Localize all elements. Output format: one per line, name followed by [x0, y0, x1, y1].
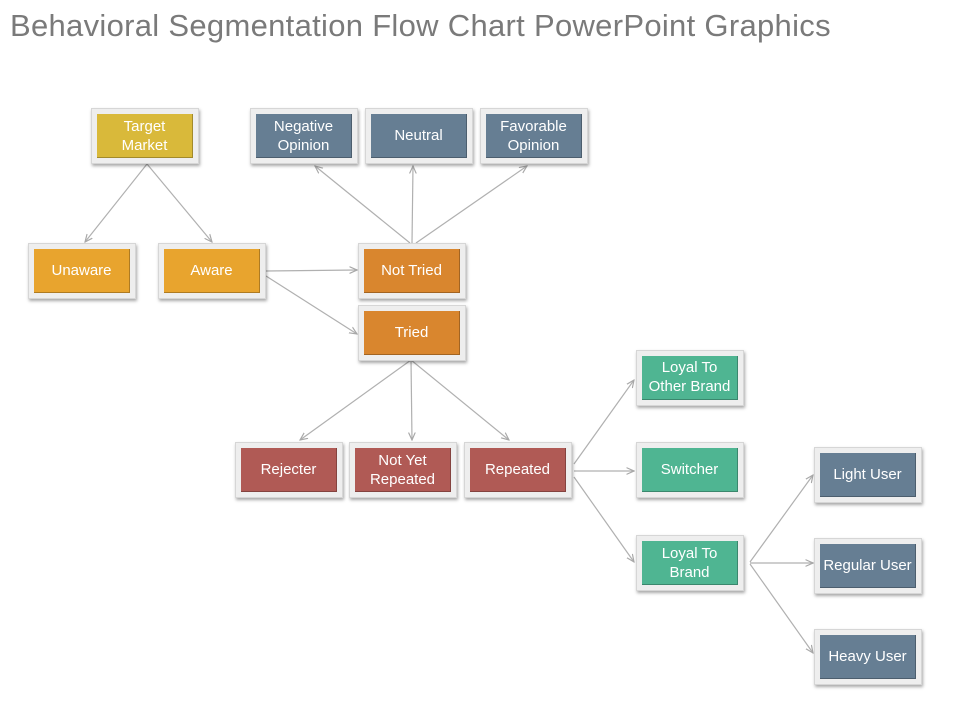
node-tried: Tried: [358, 305, 466, 361]
node-unaware-label: Unaware: [34, 249, 130, 293]
node-tried-label: Tried: [364, 311, 460, 355]
arrow-aware-to-not-tried: [265, 270, 357, 271]
node-favorable-opinion-label: Favorable Opinion: [486, 114, 582, 158]
node-neutral: Neutral: [365, 108, 473, 164]
node-regular-user-label: Regular User: [820, 544, 916, 588]
node-heavy-user-label: Heavy User: [820, 635, 916, 679]
arrow-target-to-aware: [146, 163, 212, 242]
node-unaware: Unaware: [28, 243, 136, 299]
node-loyal-to-other-brand: Loyal To Other Brand: [636, 350, 744, 406]
node-not-yet-repeated-label: Not Yet Repeated: [355, 448, 451, 492]
node-loyal-to-other-brand-label: Loyal To Other Brand: [642, 356, 738, 400]
node-not-tried: Not Tried: [358, 243, 466, 299]
arrow-aware-to-tried: [265, 275, 357, 334]
node-rejecter-label: Rejecter: [241, 448, 337, 492]
node-aware-label: Aware: [164, 249, 260, 293]
arrow-tried-to-not-yet-repeated: [411, 359, 412, 440]
arrow-tried-to-repeated: [410, 359, 509, 440]
arrow-tried-to-rejecter: [300, 359, 412, 440]
node-rejecter: Rejecter: [235, 442, 343, 498]
node-switcher-label: Switcher: [642, 448, 738, 492]
node-neutral-label: Neutral: [371, 114, 467, 158]
node-repeated-label: Repeated: [470, 448, 566, 492]
node-heavy-user: Heavy User: [814, 629, 922, 685]
node-target-market-label: Target Market: [97, 114, 193, 158]
node-light-user: Light User: [814, 447, 922, 503]
node-switcher: Switcher: [636, 442, 744, 498]
arrow-repeated-to-loyal-other: [573, 380, 634, 465]
node-loyal-to-brand: Loyal To Brand: [636, 535, 744, 591]
arrow-not-tried-to-neutral: [412, 166, 413, 244]
node-negative-opinion: Negative Opinion: [250, 108, 358, 164]
page-title: Behavioral Segmentation Flow Chart Power…: [10, 8, 831, 43]
arrow-not-tried-to-negative: [315, 166, 411, 244]
node-not-tried-label: Not Tried: [364, 249, 460, 293]
arrow-target-to-unaware: [85, 163, 148, 242]
node-aware: Aware: [158, 243, 266, 299]
arrow-loyal-brand-to-light: [749, 475, 813, 563]
node-target-market: Target Market: [91, 108, 199, 164]
arrow-repeated-to-loyal-brand: [573, 476, 634, 562]
node-light-user-label: Light User: [820, 453, 916, 497]
node-repeated: Repeated: [464, 442, 572, 498]
node-regular-user: Regular User: [814, 538, 922, 594]
node-favorable-opinion: Favorable Opinion: [480, 108, 588, 164]
node-negative-opinion-label: Negative Opinion: [256, 114, 352, 158]
arrow-not-tried-to-favorable: [415, 166, 527, 244]
node-loyal-to-brand-label: Loyal To Brand: [642, 541, 738, 585]
node-not-yet-repeated: Not Yet Repeated: [349, 442, 457, 498]
arrow-loyal-brand-to-heavy: [749, 563, 813, 653]
